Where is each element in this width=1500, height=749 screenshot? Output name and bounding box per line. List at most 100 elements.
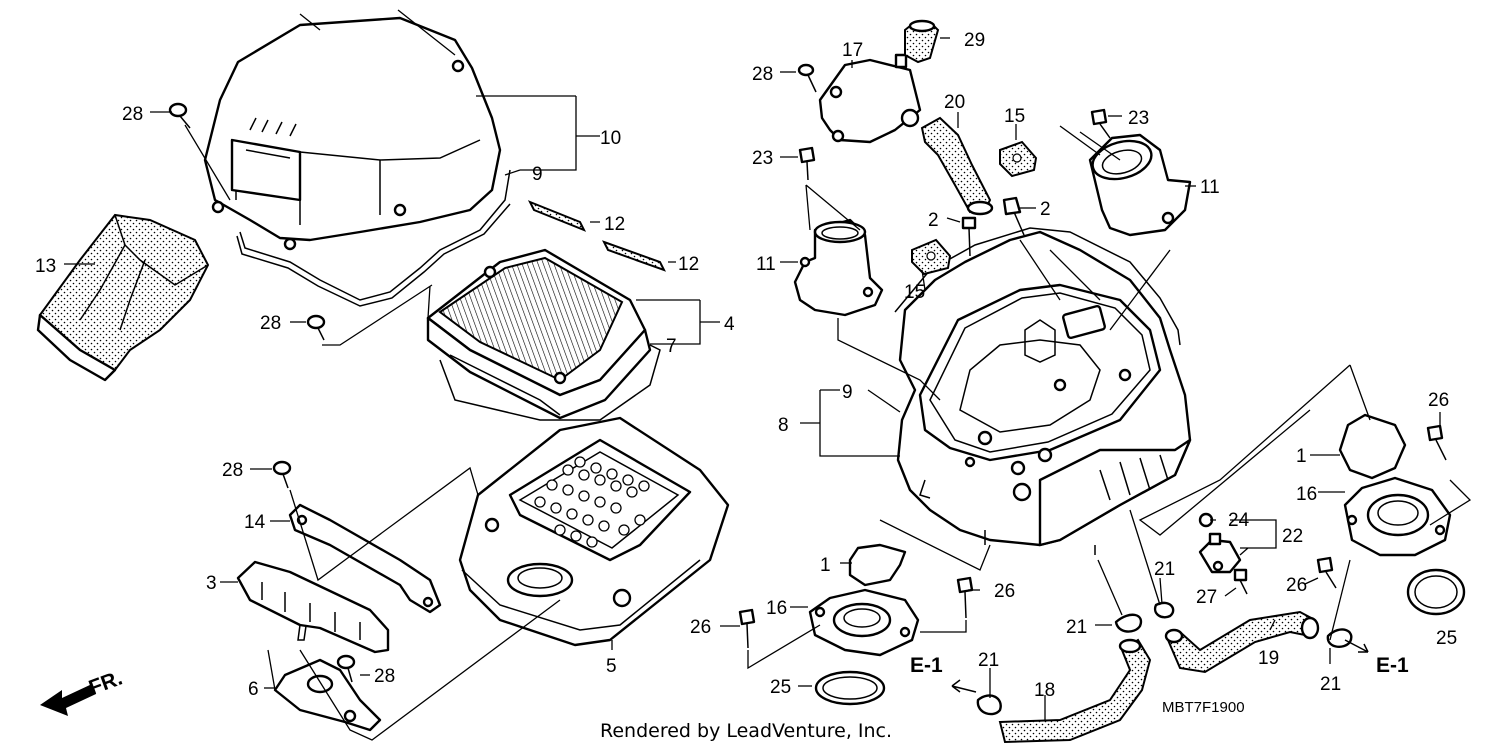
seal-strip-12b — [601, 240, 667, 272]
hose-19 — [1164, 610, 1320, 674]
callout-26: 26 — [1286, 575, 1307, 596]
screw-27 — [1233, 568, 1248, 595]
air-filter-element — [426, 248, 652, 420]
e1-reference-right: E-1 — [1344, 639, 1409, 677]
cover-seal-left — [236, 169, 511, 307]
callout-28: 28 — [260, 313, 281, 334]
callout-18: 18 — [1034, 680, 1055, 701]
callout-25: 25 — [770, 677, 791, 698]
clamp-21-a — [1114, 613, 1143, 633]
screw-28-a — [168, 102, 191, 129]
gasket-1-a — [848, 543, 907, 587]
callout-12: 12 — [678, 254, 699, 275]
callout-22: 22 — [1282, 526, 1303, 547]
callout-9: 9 — [532, 164, 543, 185]
o-ring-25-b — [1406, 568, 1466, 616]
intake-duct — [36, 213, 210, 382]
callout-1: 1 — [820, 555, 831, 576]
grille-3 — [236, 560, 390, 654]
air-box-case — [896, 230, 1192, 555]
callout-21: 21 — [1066, 617, 1087, 638]
callout-labels: 28 10 9 12 12 13 28 4 7 28 14 3 6 28 5 2… — [35, 30, 1457, 701]
screw-28-e — [797, 63, 817, 93]
callout-8: 8 — [778, 415, 789, 436]
callout-21: 21 — [978, 650, 999, 671]
direction-label: FR. — [86, 667, 126, 700]
callout-2: 2 — [928, 210, 939, 231]
o-ring-25-a — [814, 670, 886, 706]
callout-24: 24 — [1228, 510, 1250, 531]
callout-26: 26 — [1428, 390, 1449, 411]
callout-2: 2 — [1040, 199, 1051, 220]
e1-label-left: E-1 — [910, 654, 943, 677]
callout-26: 26 — [994, 581, 1015, 602]
callout-9: 9 — [842, 382, 853, 403]
screw-28-c — [272, 460, 292, 489]
clamp-21-b — [1153, 601, 1175, 619]
callout-1: 1 — [1296, 446, 1307, 467]
callout-21: 21 — [1154, 559, 1175, 580]
callout-26: 26 — [690, 617, 711, 638]
callout-15: 15 — [904, 282, 925, 303]
callout-28: 28 — [222, 460, 243, 481]
callout-11: 11 — [756, 254, 776, 275]
callout-12: 12 — [604, 214, 625, 235]
screw-28-b — [306, 314, 326, 341]
bolt-26-c — [1316, 556, 1337, 589]
hose-20 — [920, 116, 994, 216]
flange-16-b — [1343, 476, 1452, 557]
callout-27: 27 — [1196, 587, 1217, 608]
callout-10: 10 — [600, 128, 621, 149]
drawing-code: MBT7F1900 — [1162, 699, 1245, 716]
callout-13: 13 — [35, 256, 56, 277]
callout-11: 11 — [1200, 177, 1220, 198]
part-29 — [904, 19, 940, 64]
leader-lines — [64, 9, 1472, 741]
bolt-2-b — [1002, 196, 1025, 236]
callout-29: 29 — [964, 30, 985, 51]
filter-gasket — [439, 344, 661, 421]
bracket-14 — [288, 503, 442, 614]
callout-25: 25 — [1436, 628, 1457, 649]
flange-16-a — [808, 588, 920, 657]
bolt-23-b — [1090, 108, 1111, 139]
callout-19: 19 — [1258, 648, 1279, 669]
callout-23: 23 — [752, 148, 773, 169]
callout-20: 20 — [944, 92, 965, 113]
seal-strip-12a — [527, 200, 587, 232]
screw-28-d — [336, 654, 356, 683]
front-direction-arrow: FR. — [40, 667, 125, 716]
callout-4: 4 — [724, 314, 735, 335]
grommet-15a — [999, 140, 1038, 178]
clamp-21-c — [976, 694, 1002, 716]
grommet-15b — [911, 238, 952, 276]
bolt-23-a — [798, 146, 816, 181]
callout-16: 16 — [1296, 484, 1317, 505]
callout-21: 21 — [1320, 674, 1341, 695]
e1-label-right: E-1 — [1376, 654, 1409, 677]
callout-15: 15 — [1004, 106, 1025, 127]
bolt-2-a — [961, 216, 977, 257]
bolt-26-a — [738, 608, 756, 649]
air-cleaner-cover — [203, 16, 502, 251]
gasket-1-b — [1338, 413, 1407, 480]
callout-3: 3 — [206, 573, 217, 594]
bolt-26-d — [1426, 424, 1447, 461]
e1-reference-left: E-1 — [910, 654, 977, 693]
callout-5: 5 — [606, 656, 617, 677]
intake-funnel-11-right — [1088, 133, 1192, 237]
callout-28: 28 — [122, 104, 143, 125]
callout-28: 28 — [752, 64, 773, 85]
callout-23: 23 — [1128, 108, 1149, 129]
callout-17: 17 — [842, 40, 863, 61]
bolt-26-b — [956, 576, 974, 619]
callout-28: 28 — [374, 666, 395, 687]
callout-16: 16 — [766, 598, 787, 619]
intake-funnel-11-left — [793, 218, 884, 317]
valve-22 — [1198, 532, 1242, 574]
callout-7: 7 — [666, 336, 677, 357]
hose-18 — [998, 638, 1152, 744]
part-17 — [818, 53, 922, 144]
credit-text: Rendered by LeadVenture, Inc. — [600, 720, 892, 742]
